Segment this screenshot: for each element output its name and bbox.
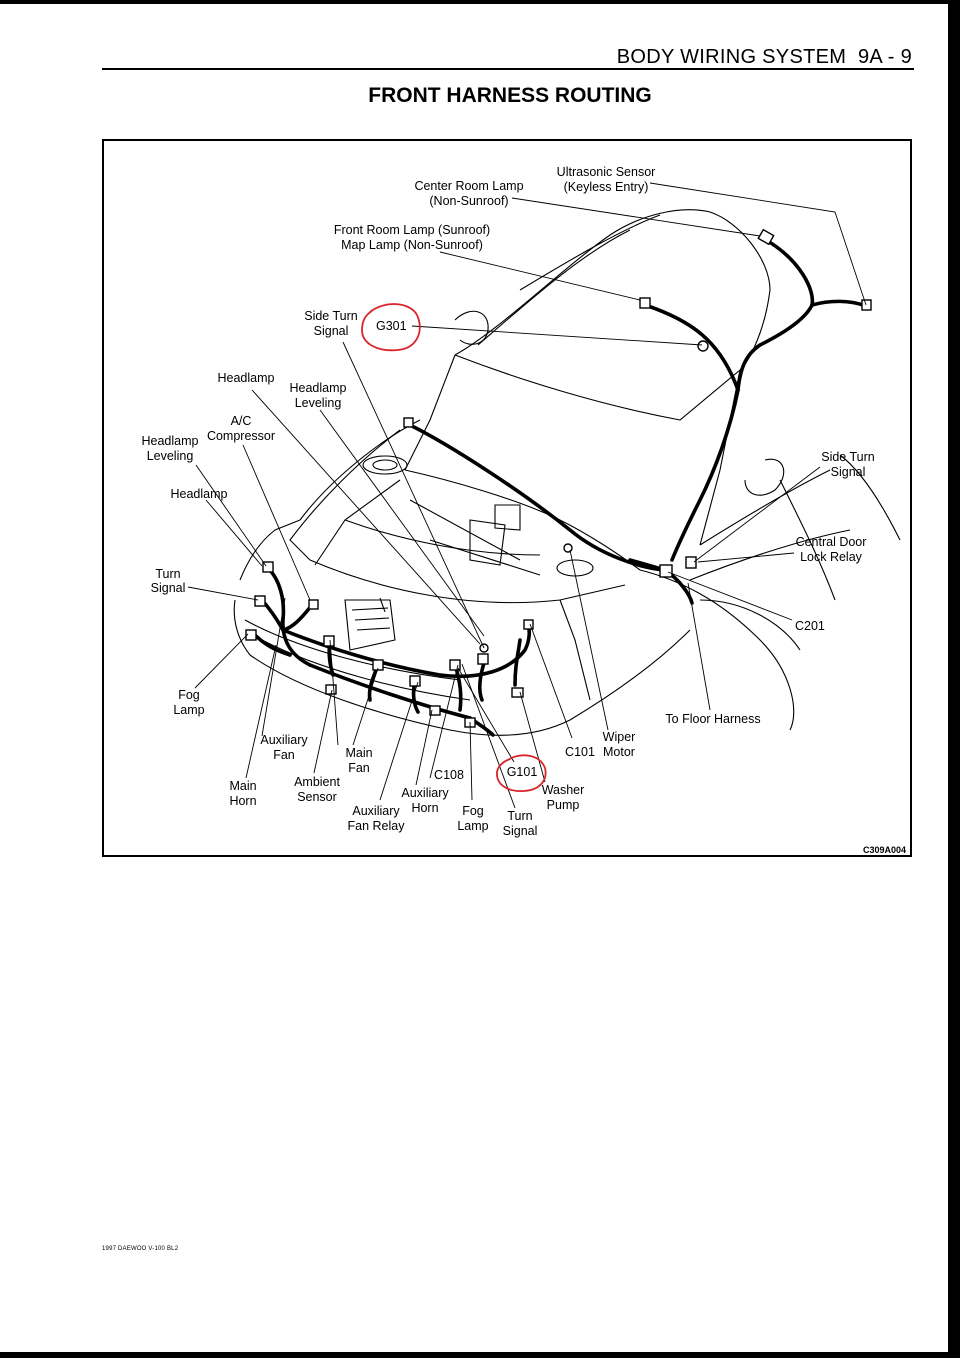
label-front-room-lamp-1: Front Room Lamp (Sunroof)	[334, 223, 490, 237]
component-labels: Ultrasonic Sensor (Keyless Entry) Center…	[142, 165, 906, 855]
label-headlamp-left: Headlamp	[171, 487, 228, 501]
label-headlamp-leveling-upper-2: Leveling	[295, 396, 342, 410]
label-auxiliary-fan-1: Auxiliary	[260, 733, 308, 747]
label-g101: G101	[507, 765, 538, 779]
label-fog-lamp-left-1: Fog	[178, 688, 200, 702]
figure-code: C309A004	[863, 845, 906, 855]
label-turn-signal-bottom-2: Signal	[503, 824, 538, 838]
label-central-door-lock-relay-1: Central Door	[796, 535, 867, 549]
label-fog-lamp-bottom-2: Lamp	[457, 819, 488, 833]
label-side-turn-signal-upper-1: Side Turn	[304, 309, 358, 323]
label-headlamp-leveling-left-1: Headlamp	[142, 434, 199, 448]
label-center-room-lamp-2: (Non-Sunroof)	[429, 194, 508, 208]
page-title: FRONT HARNESS ROUTING	[368, 84, 652, 107]
figure-frame	[102, 139, 912, 857]
label-central-door-lock-relay-2: Lock Relay	[800, 550, 863, 564]
label-side-turn-signal-right-1: Side Turn	[821, 450, 875, 464]
g301-highlight-circle	[361, 303, 421, 352]
label-turn-signal-left-1: Turn	[155, 567, 180, 581]
label-main-fan-2: Fan	[348, 761, 370, 775]
label-ambient-sensor-1: Ambient	[294, 775, 340, 789]
label-wiper-motor-2: Motor	[603, 745, 635, 759]
label-ac-compressor-2: Compressor	[207, 429, 275, 443]
label-auxiliary-fan-2: Fan	[273, 748, 295, 762]
label-headlamp-leveling-upper-1: Headlamp	[290, 381, 347, 395]
label-main-horn-2: Horn	[229, 794, 256, 808]
label-auxiliary-fan-relay-1: Auxiliary	[352, 804, 400, 818]
label-c108: C108	[434, 768, 464, 782]
page-edge-top	[0, 0, 960, 4]
label-center-room-lamp-1: Center Room Lamp	[414, 179, 523, 193]
label-ac-compressor-1: A/C	[231, 414, 252, 428]
label-front-room-lamp-2: Map Lamp (Non-Sunroof)	[341, 238, 483, 252]
label-side-turn-signal-right-2: Signal	[831, 465, 866, 479]
label-c101: C101	[565, 745, 595, 759]
label-to-floor-harness: To Floor Harness	[665, 712, 760, 726]
label-auxiliary-fan-relay-2: Fan Relay	[348, 819, 406, 833]
label-main-fan-1: Main	[345, 746, 372, 760]
label-turn-signal-bottom-1: Turn	[507, 809, 532, 823]
label-side-turn-signal-upper-2: Signal	[314, 324, 349, 338]
label-main-horn-1: Main	[229, 779, 256, 793]
page-number: 9A - 9	[857, 46, 912, 68]
label-ambient-sensor-2: Sensor	[297, 790, 337, 804]
label-turn-signal-left-2: Signal	[151, 581, 186, 595]
footer-text: 1997 DAEWOO V-100 BL2	[102, 1246, 179, 1252]
highlight-circles	[361, 303, 547, 792]
section-title: BODY WIRING SYSTEM	[616, 46, 847, 68]
label-ultrasonic-sensor-2: (Keyless Entry)	[564, 180, 649, 194]
leader-lines	[187, 182, 867, 809]
label-fog-lamp-left-2: Lamp	[173, 703, 204, 717]
label-headlamp-leveling-left-2: Leveling	[147, 449, 194, 463]
label-g301: G301	[376, 319, 407, 333]
label-fog-lamp-bottom-1: Fog	[462, 804, 484, 818]
label-auxiliary-horn-1: Auxiliary	[401, 786, 449, 800]
label-headlamp-upper: Headlamp	[218, 371, 275, 385]
page-edge-bottom	[0, 1352, 960, 1358]
label-auxiliary-horn-2: Horn	[411, 801, 438, 815]
header-rule	[102, 68, 914, 70]
connectors	[245, 228, 872, 728]
label-ultrasonic-sensor-1: Ultrasonic Sensor	[557, 165, 656, 179]
page-edge-right	[948, 0, 960, 1358]
label-wiper-motor-1: Wiper	[603, 730, 636, 744]
g101-highlight-circle	[496, 754, 547, 792]
page-header: BODY WIRING SYSTEM 9A - 9	[560, 46, 912, 69]
label-c201: C201	[795, 619, 825, 633]
car-body-outline	[233, 209, 901, 736]
label-washer-pump-1: Washer	[542, 783, 585, 797]
label-washer-pump-2: Pump	[547, 798, 580, 812]
